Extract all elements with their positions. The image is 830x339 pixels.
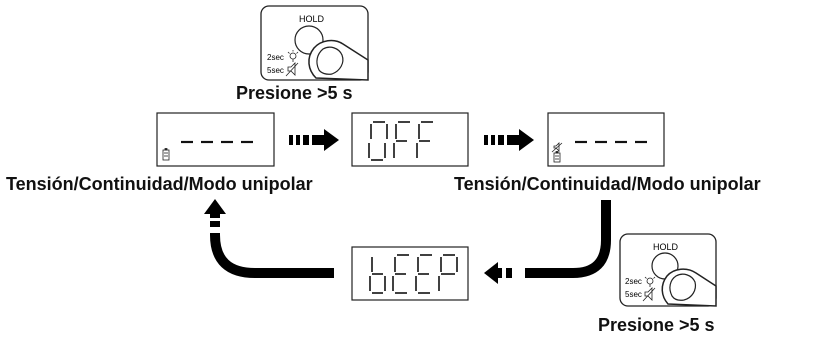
hold-label: HOLD	[653, 242, 679, 252]
finger-icon	[661, 268, 717, 307]
lcd-display-off	[351, 112, 469, 167]
finger-icon	[308, 39, 369, 81]
bulb-icon	[644, 276, 656, 287]
option-2sec: 2sec	[267, 53, 284, 62]
mode-caption-left: Tensión/Continuidad/Modo unipolar	[6, 174, 313, 194]
press-caption-bottom: Presione >5 s	[598, 315, 715, 335]
option-5sec: 5sec	[625, 290, 642, 299]
battery-icon	[162, 148, 170, 161]
mode-caption-right: Tensión/Continuidad/Modo unipolar	[454, 174, 761, 194]
press-caption-top: Presione >5 s	[236, 83, 353, 103]
hold-label: HOLD	[299, 14, 325, 24]
dashed-arrow-icon	[289, 129, 339, 151]
speaker-mute-icon	[285, 62, 299, 77]
lcd-display-beep	[351, 246, 469, 301]
hold-button-panel-bottom: HOLD 2sec 5sec	[619, 233, 717, 307]
return-arrow-left	[204, 199, 334, 278]
option-2sec: 2sec	[625, 277, 642, 286]
dashed-arrow-icon	[484, 129, 534, 151]
option-5sec: 5sec	[267, 66, 284, 75]
bulb-icon	[287, 50, 299, 62]
battery-icon	[553, 151, 561, 163]
speaker-mute-icon	[551, 142, 563, 153]
lcd-display-initial	[156, 112, 275, 167]
hold-button-panel-top: HOLD 2sec 5sec	[260, 5, 369, 81]
speaker-mute-icon	[642, 287, 656, 302]
lcd-display-muted	[547, 112, 665, 167]
return-arrow-right	[484, 200, 611, 284]
